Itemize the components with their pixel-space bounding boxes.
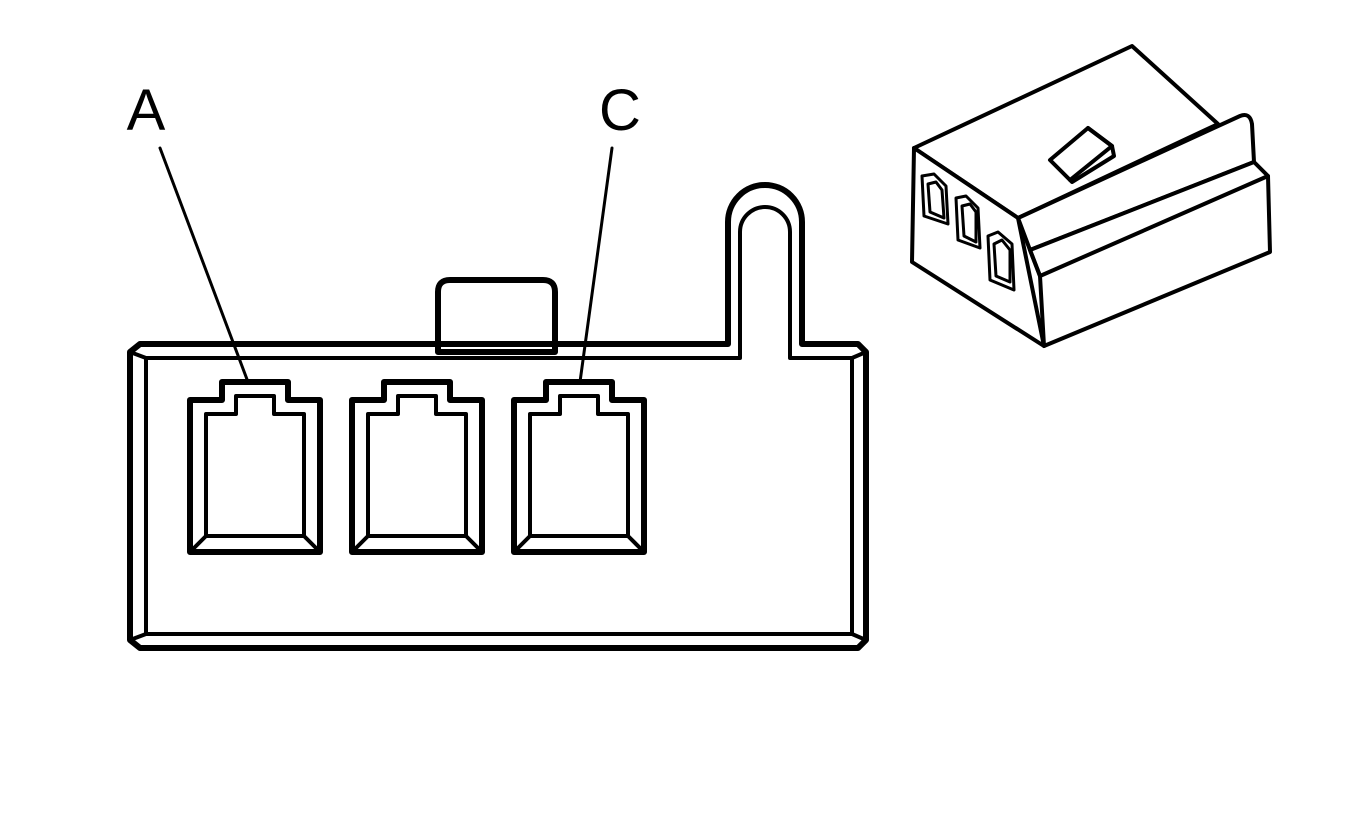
housing-outline <box>127 182 869 651</box>
pin-label-a: A <box>127 78 166 143</box>
pin-label-c: C <box>599 78 641 143</box>
latch-tab <box>435 277 558 355</box>
terminal-cavity-b <box>349 379 485 555</box>
terminal-cavity-c <box>511 379 647 555</box>
connector-face-view: A C <box>127 78 869 651</box>
iso-cavity-1 <box>920 172 950 226</box>
leader-line-a <box>158 146 250 384</box>
connector-isometric-view <box>910 44 1272 348</box>
leader-line-c <box>578 146 614 384</box>
iso-cavity-3 <box>986 230 1016 292</box>
terminal-cavity-a <box>187 379 323 555</box>
iso-cavity-2 <box>954 194 982 250</box>
